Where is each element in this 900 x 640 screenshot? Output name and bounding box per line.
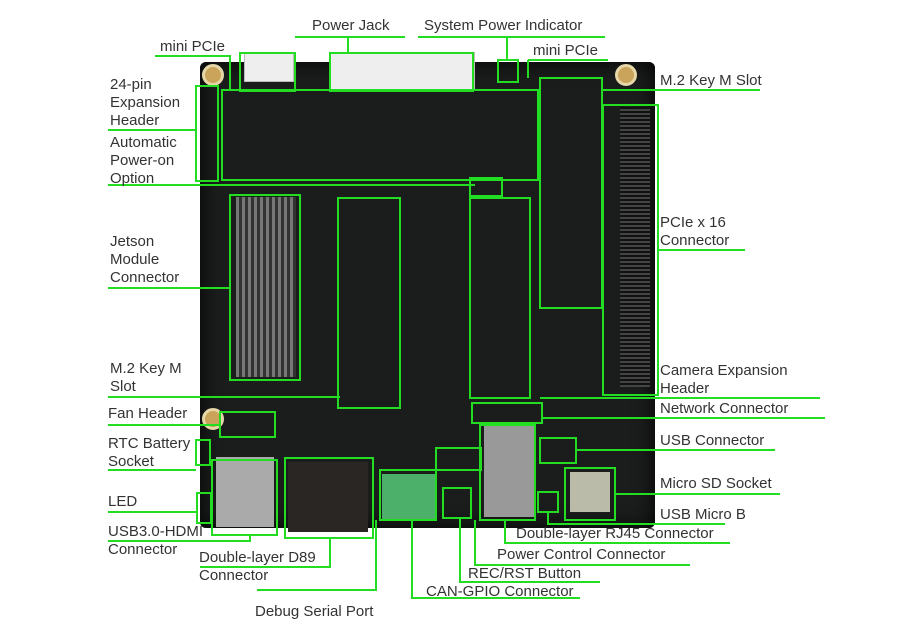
label-line: Socket — [108, 453, 154, 470]
label-power-jack: Power Jack — [312, 17, 390, 34]
label-fan-header: Fan Header — [108, 405, 188, 422]
label-line: Connector — [108, 541, 178, 558]
label-system-power-indicator: System Power Indicator — [424, 17, 583, 34]
label-rtc-battery: RTC Battery Socket — [108, 435, 190, 471]
label-m2-key-m-left: M.2 Key M Slot — [110, 360, 182, 396]
label-line: Module — [110, 251, 160, 268]
label-mini-pcie-right: mini PCIe — [533, 42, 599, 59]
label-mini-pcie-left: mini PCIe — [160, 38, 226, 55]
label-auto-power-on: Automatic Power-on Option — [110, 134, 177, 188]
label-usb-micro-b: USB Micro B — [660, 506, 746, 523]
label-line: Option — [110, 170, 155, 187]
carrier-board-image — [200, 52, 655, 532]
label-debug-serial: Debug Serial Port — [255, 603, 374, 620]
label-usb-connector: USB Connector — [660, 432, 765, 449]
label-jetson-module: Jetson Module Connector — [110, 233, 179, 287]
label-line: 24-pin — [110, 76, 152, 93]
label-m2-key-m-right: M.2 Key M Slot — [660, 72, 762, 89]
label-led: LED — [108, 493, 138, 510]
label-line: Double-layer D89 — [199, 549, 316, 566]
micro-sd-graphic — [570, 472, 610, 512]
label-line: Header — [660, 380, 710, 397]
label-can-gpio: CAN-GPIO Connector — [426, 583, 574, 600]
label-line: Slot — [110, 378, 136, 395]
label-line: Power-on — [110, 152, 175, 169]
label-expansion-header: 24-pin Expansion Header — [110, 76, 180, 130]
usb-hdmi-graphic — [216, 457, 274, 527]
label-d89: Double-layer D89 Connector — [199, 549, 316, 585]
label-camera-header: Camera Expansion Header — [660, 362, 788, 398]
label-line: Jetson — [110, 233, 155, 250]
label-line: PCIe x 16 — [660, 214, 726, 231]
label-rj45: Double-layer RJ45 Connector — [516, 525, 714, 542]
pcie-slot-graphic — [620, 107, 650, 387]
label-rec-rst: REC/RST Button — [468, 565, 582, 582]
label-line: Expansion — [110, 94, 181, 111]
label-usb3-hdmi: USB3.0-HDMI Connector — [108, 523, 203, 559]
label-network-connector: Network Connector — [660, 400, 789, 417]
label-line: Connector — [199, 567, 269, 584]
label-line: Header — [110, 112, 160, 129]
jetson-connector-graphic — [236, 197, 296, 377]
label-line: Camera Expansion — [660, 362, 788, 379]
label-power-control: Power Control Connector — [497, 546, 666, 563]
mount-hole — [202, 64, 224, 86]
label-line: Automatic — [110, 134, 177, 151]
label-line: RTC Battery — [108, 435, 191, 452]
aux-power-graphic — [244, 52, 294, 82]
mount-hole — [615, 64, 637, 86]
label-pcie-x16: PCIe x 16 Connector — [660, 214, 729, 250]
d89-graphic — [288, 462, 368, 532]
can-gpio-graphic — [382, 474, 437, 519]
label-line: Connector — [110, 269, 180, 286]
label-line: M.2 Key M — [110, 360, 182, 377]
label-line: Connector — [660, 232, 730, 249]
rj45-graphic — [484, 422, 534, 517]
label-micro-sd: Micro SD Socket — [660, 475, 772, 492]
label-line: USB3.0-HDMI — [108, 523, 204, 540]
